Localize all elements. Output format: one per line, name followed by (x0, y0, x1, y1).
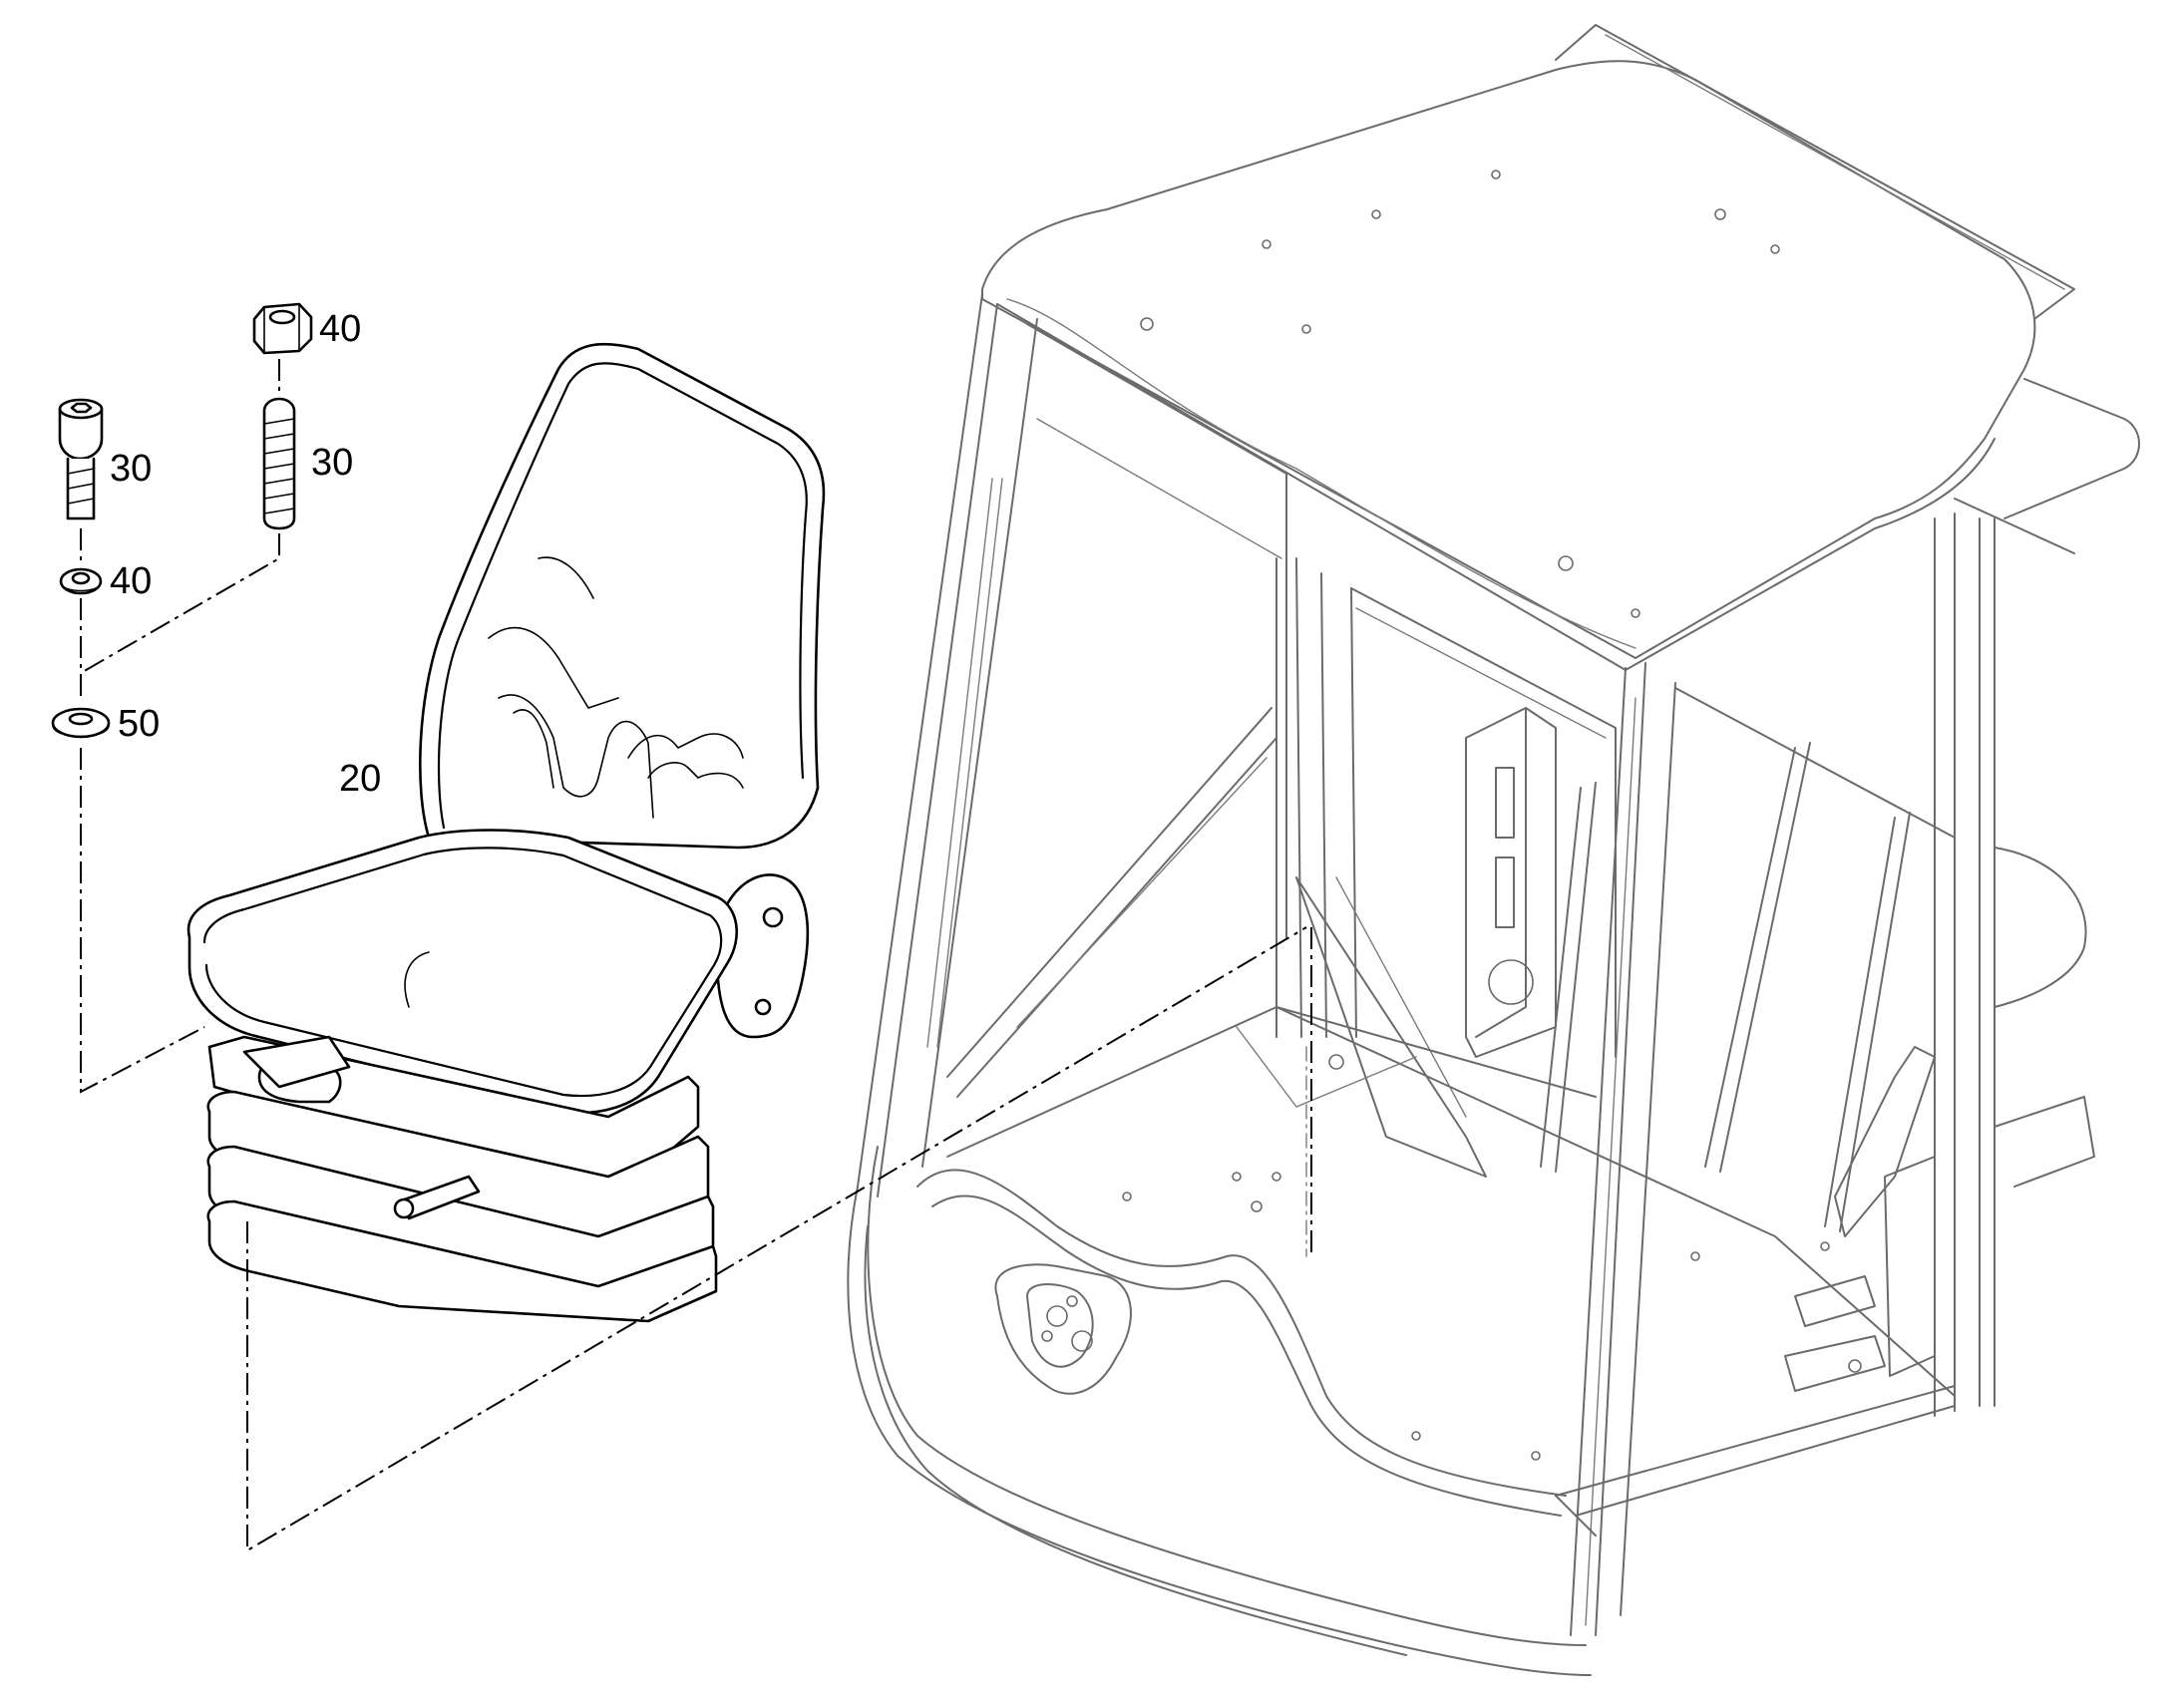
hex-nut (252, 302, 313, 355)
operator-seat (186, 342, 826, 1323)
flat-washer (51, 707, 111, 739)
callout-flat-washer: 50 (118, 703, 160, 745)
operator-cab (847, 24, 2140, 1676)
callout-lock-washer: 40 (110, 560, 152, 602)
callout-seat: 20 (339, 758, 381, 800)
callout-bolt: 30 (110, 448, 152, 490)
assembly-centre-lines (80, 359, 1312, 1552)
threaded-stud (262, 397, 296, 530)
lock-washer (59, 567, 103, 595)
callout-nut: 40 (319, 308, 361, 350)
callout-stud: 30 (311, 442, 353, 484)
hex-socket-bolt (58, 398, 104, 520)
